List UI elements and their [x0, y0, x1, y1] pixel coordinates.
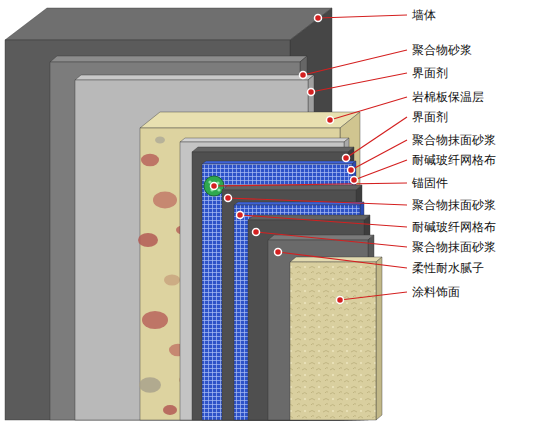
leader-line	[346, 117, 407, 158]
layer-label: 墙体	[412, 7, 436, 23]
leader-dot	[211, 183, 218, 190]
leader-dot	[337, 297, 344, 304]
leader-dot	[351, 177, 358, 184]
layer-label: 锚固件	[412, 175, 448, 191]
layer-label: 界面剂	[412, 65, 448, 81]
leader-line	[228, 198, 407, 205]
layer-top	[248, 215, 370, 220]
wool-texture	[142, 311, 168, 329]
layer-top	[140, 112, 360, 128]
leader-dot	[327, 117, 334, 124]
leader-dot	[343, 155, 350, 162]
layer-label: 耐碱玻纤网格布	[412, 219, 496, 235]
wool-texture	[155, 137, 165, 144]
leader-dot	[315, 15, 322, 22]
leader-line	[354, 160, 407, 180]
layer-front	[290, 262, 376, 420]
leader-line	[214, 183, 407, 186]
leader-line	[318, 15, 407, 18]
wall-layer	[290, 257, 382, 420]
leader-line	[303, 50, 407, 75]
wool-texture	[153, 192, 177, 209]
layer-label: 聚合物抹面砂浆	[412, 197, 496, 213]
leader-dot	[253, 229, 260, 236]
leader-dot	[225, 195, 232, 202]
layer-top	[5, 8, 332, 40]
leader-dot	[348, 167, 355, 174]
layer-label: 界面剂	[412, 109, 448, 125]
layer-top	[192, 147, 354, 152]
layer-label: 岩棉板保温层	[412, 89, 484, 105]
layer-label: 耐碱玻纤网格布	[412, 152, 496, 168]
wool-texture	[141, 154, 159, 167]
leader-line	[240, 215, 407, 227]
leader-lines	[211, 15, 408, 304]
layer-label: 柔性耐水腻子	[412, 260, 484, 276]
wool-texture	[164, 274, 180, 285]
anchor-dot	[217, 188, 220, 191]
layer-top	[180, 138, 349, 142]
leader-dot	[237, 212, 244, 219]
wool-texture	[163, 405, 177, 415]
layer-label: 聚合物砂浆	[412, 42, 472, 58]
layer-label: 聚合物抹面砂浆	[412, 239, 496, 255]
layer-side	[376, 257, 382, 420]
layer-top	[75, 75, 314, 80]
layer-label: 聚合物抹面砂浆	[412, 132, 496, 148]
leader-dot	[308, 89, 315, 96]
wool-texture	[138, 233, 158, 247]
leader-line	[351, 140, 407, 170]
leader-line	[330, 97, 407, 120]
layer-top	[50, 56, 307, 62]
leader-line	[340, 292, 407, 300]
leader-dot	[275, 249, 282, 256]
layer-top	[268, 235, 374, 240]
layer-top	[202, 161, 356, 164]
wool-texture	[139, 377, 161, 392]
layer-label: 涂料饰面	[412, 284, 460, 300]
leader-line	[278, 252, 407, 268]
leader-dot	[300, 72, 307, 79]
leader-line	[311, 73, 407, 92]
leader-line	[256, 232, 407, 247]
